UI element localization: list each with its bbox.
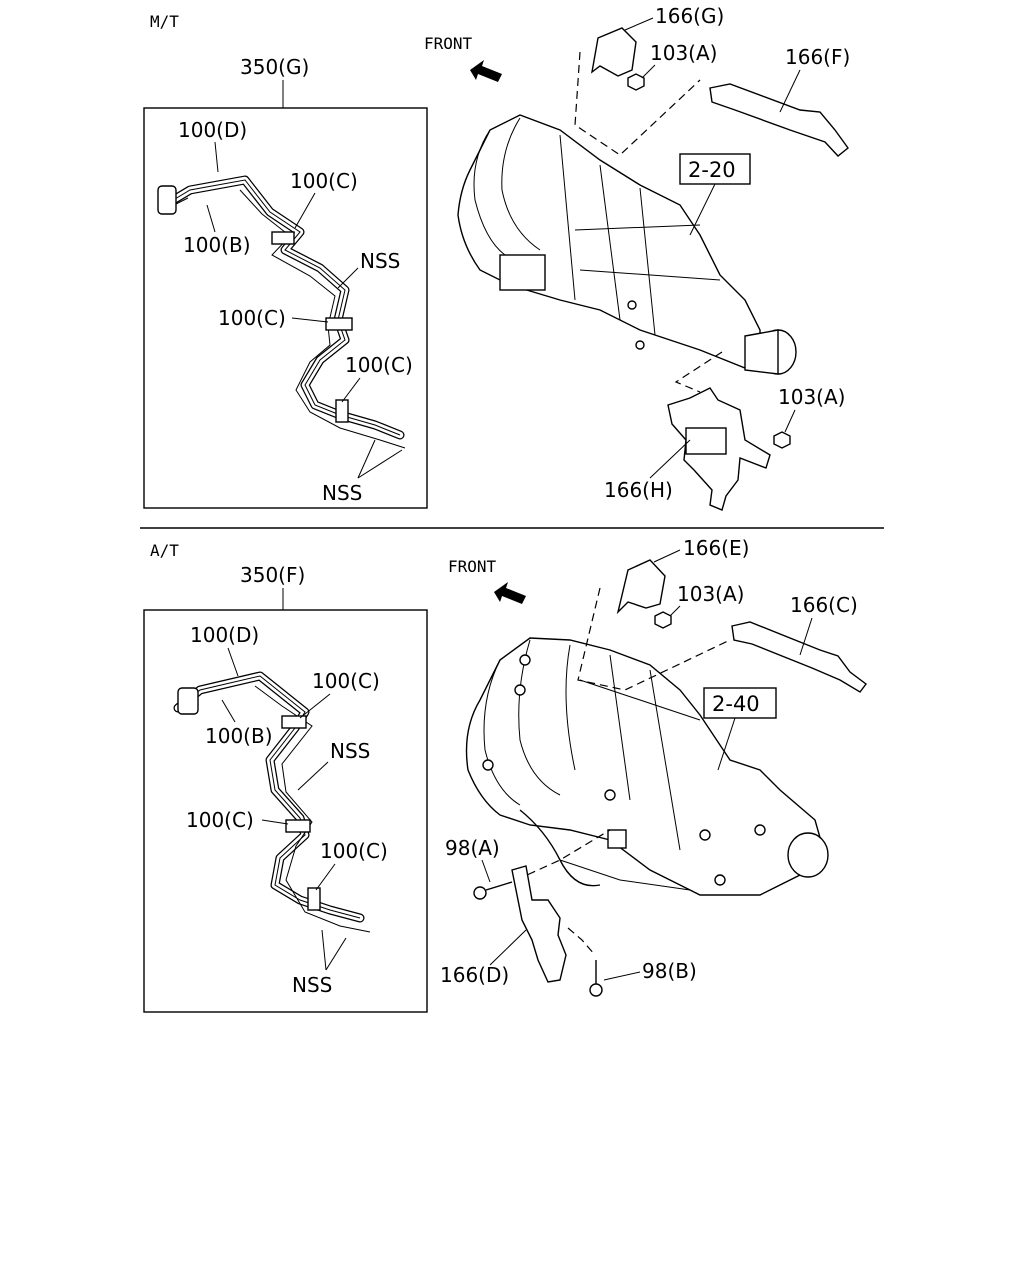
mt-label-166g: 166(G)	[655, 4, 724, 28]
mt-bracket-166g	[591, 27, 637, 77]
at-output-shaft	[787, 832, 829, 878]
at-front-label: FRONT	[448, 557, 497, 576]
at-label-100b: 100(B)	[205, 724, 273, 748]
mt-nut-103a-low-icon	[773, 431, 791, 449]
mt-label-100d: 100(D)	[178, 118, 247, 142]
at-label-98b: 98(B)	[642, 959, 697, 983]
mt-label-166h: 166(H)	[604, 478, 673, 502]
at-union-fitting	[177, 687, 199, 715]
at-label-100c-top: 100(C)	[312, 669, 380, 693]
at-brake-pipes	[173, 671, 371, 933]
at-pipe-clip-middle	[285, 819, 311, 833]
at-label-166e: 166(E)	[683, 536, 749, 560]
mt-pipe-clip-middle	[325, 317, 353, 331]
at-label-100c-mid: 100(C)	[186, 808, 254, 832]
mt-inspection-plate	[499, 254, 546, 291]
mt-brake-pipes	[157, 175, 406, 449]
at-pipe-clip-upper	[281, 715, 307, 729]
mt-label-nss-bottom: NSS	[322, 481, 362, 505]
at-bolt-98b-icon	[589, 983, 603, 997]
at-tube-assembly-label: 350(F)	[240, 563, 305, 587]
mt-label-100c-top: 100(C)	[290, 169, 358, 193]
at-transmission	[465, 637, 829, 896]
mt-transmission	[457, 114, 797, 375]
at-front-arrow-icon	[494, 582, 526, 604]
at-drain-plug	[607, 829, 627, 849]
mt-tube-assembly-label: 350(G)	[240, 55, 309, 79]
at-pipe-clip-lower	[307, 887, 321, 911]
mt-label-100b: 100(B)	[183, 233, 251, 257]
at-label-166d: 166(D)	[440, 963, 509, 987]
at-label-100d: 100(D)	[190, 623, 259, 647]
at-section: A/T 350(F) 100(D) 100(C) 100(B) NSS 100(…	[143, 536, 867, 1013]
mt-section: M/T 350(G) 100(D) 100(C) 100(B) NSS 100(…	[143, 4, 850, 511]
mt-pipe-clip-lower	[335, 399, 349, 423]
mt-label-166f: 166(F)	[785, 45, 850, 69]
at-bolt-98a-icon	[473, 886, 487, 900]
at-ref-box[interactable]	[703, 687, 777, 719]
at-ref-box-label: 2-40	[712, 692, 760, 716]
mt-label-100c-low: 100(C)	[345, 353, 413, 377]
mt-nut-103a-top-icon	[627, 73, 645, 91]
at-bracket-166e	[616, 559, 666, 615]
mt-mount-block	[685, 427, 727, 455]
at-label-nss-top: NSS	[330, 739, 370, 763]
at-label-nss-bottom: NSS	[292, 973, 332, 997]
at-label-166c: 166(C)	[790, 593, 858, 617]
at-nut-103a-icon	[654, 611, 672, 629]
at-bracket-166c	[731, 621, 867, 693]
mt-inset-frame	[143, 107, 428, 509]
mt-bracket-166f	[709, 83, 849, 157]
at-bracket-166d	[511, 865, 567, 983]
mt-front-arrow-icon	[470, 60, 502, 82]
mt-label-nss-top: NSS	[360, 249, 400, 273]
at-label-100c-low: 100(C)	[320, 839, 388, 863]
mt-ref-box-label: 2-20	[688, 158, 736, 182]
mt-pipe-clip-upper	[271, 231, 295, 245]
mt-label-103a-top: 103(A)	[650, 41, 717, 65]
at-label-103a: 103(A)	[677, 582, 744, 606]
at-label-98a: 98(A)	[445, 836, 500, 860]
at-section-title: A/T	[150, 541, 179, 560]
mt-label-100c-mid: 100(C)	[218, 306, 286, 330]
mt-label-103a-low: 103(A)	[778, 385, 845, 409]
mt-union-fitting	[157, 185, 177, 215]
at-inset-frame	[143, 609, 428, 1013]
mt-front-label: FRONT	[424, 34, 473, 53]
mt-section-title: M/T	[150, 12, 179, 31]
